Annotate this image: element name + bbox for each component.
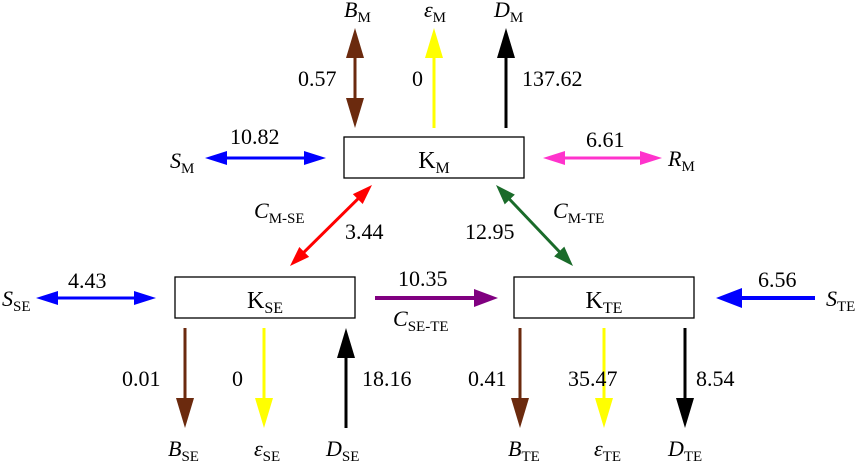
arrow-eps-m (425, 28, 443, 128)
label-s-te: STE (826, 286, 855, 315)
box-km-label: KM (418, 148, 450, 177)
label-b-m: BM (344, 0, 371, 26)
label-s-m: SM (170, 148, 194, 177)
label-r-m: RM (667, 146, 695, 175)
value-b-te: 0.41 (468, 366, 507, 391)
box-kte (513, 276, 695, 319)
arrow-b-te (511, 328, 529, 428)
value-s-m: 10.82 (230, 124, 280, 149)
label-eps-m: εM (424, 0, 446, 26)
arrow-c-mte (496, 185, 573, 266)
arrow-c-mse (290, 185, 372, 266)
value-d-te: 8.54 (696, 366, 735, 391)
label-c-sete: CSE-TE (393, 306, 449, 335)
arrow-d-se (337, 328, 355, 428)
flux-arrows (36, 28, 815, 428)
value-eps-te: 35.47 (568, 366, 618, 391)
value-b-se: 0.01 (122, 366, 161, 391)
value-c-mse: 3.44 (345, 219, 384, 244)
value-d-se: 18.16 (362, 366, 412, 391)
label-b-te: BTE (508, 436, 540, 464)
label-b-se: BSE (168, 436, 199, 464)
arrow-r-m (543, 151, 662, 165)
value-b-m: 0.57 (298, 66, 337, 91)
value-s-se: 4.43 (68, 268, 107, 293)
arrow-eps-se (255, 328, 273, 428)
value-d-m: 137.62 (522, 66, 583, 91)
label-d-m: DM (493, 0, 523, 26)
box-kse-label: KSE (247, 288, 283, 317)
arrow-d-m (497, 28, 515, 128)
arrow-b-se (176, 328, 194, 428)
arrow-b-m (346, 28, 364, 128)
value-r-m: 6.61 (586, 127, 625, 152)
label-c-mte: CM-TE (553, 198, 604, 227)
label-eps-te: εTE (594, 436, 621, 464)
box-km (343, 136, 525, 179)
label-d-te: DTE (667, 436, 702, 464)
label-c-mse: CM-SE (254, 198, 305, 227)
label-eps-se: εSE (254, 436, 280, 464)
arrow-s-m (205, 151, 326, 165)
value-c-sete: 10.35 (398, 266, 448, 291)
arrow-c-sete (375, 289, 498, 307)
box-kte-label: KTE (586, 288, 623, 317)
arrow-s-te (716, 288, 815, 308)
box-kse (174, 276, 356, 319)
value-s-te: 6.56 (758, 267, 797, 292)
arrow-d-te (676, 328, 694, 428)
label-s-se: SSE (2, 286, 31, 315)
value-c-mte: 12.95 (465, 219, 515, 244)
arrow-eps-te (595, 328, 613, 428)
value-eps-se: 0 (232, 366, 243, 391)
label-d-se: DSE (325, 436, 359, 464)
arrow-s-se (36, 291, 156, 305)
value-eps-m: 0 (412, 66, 423, 91)
